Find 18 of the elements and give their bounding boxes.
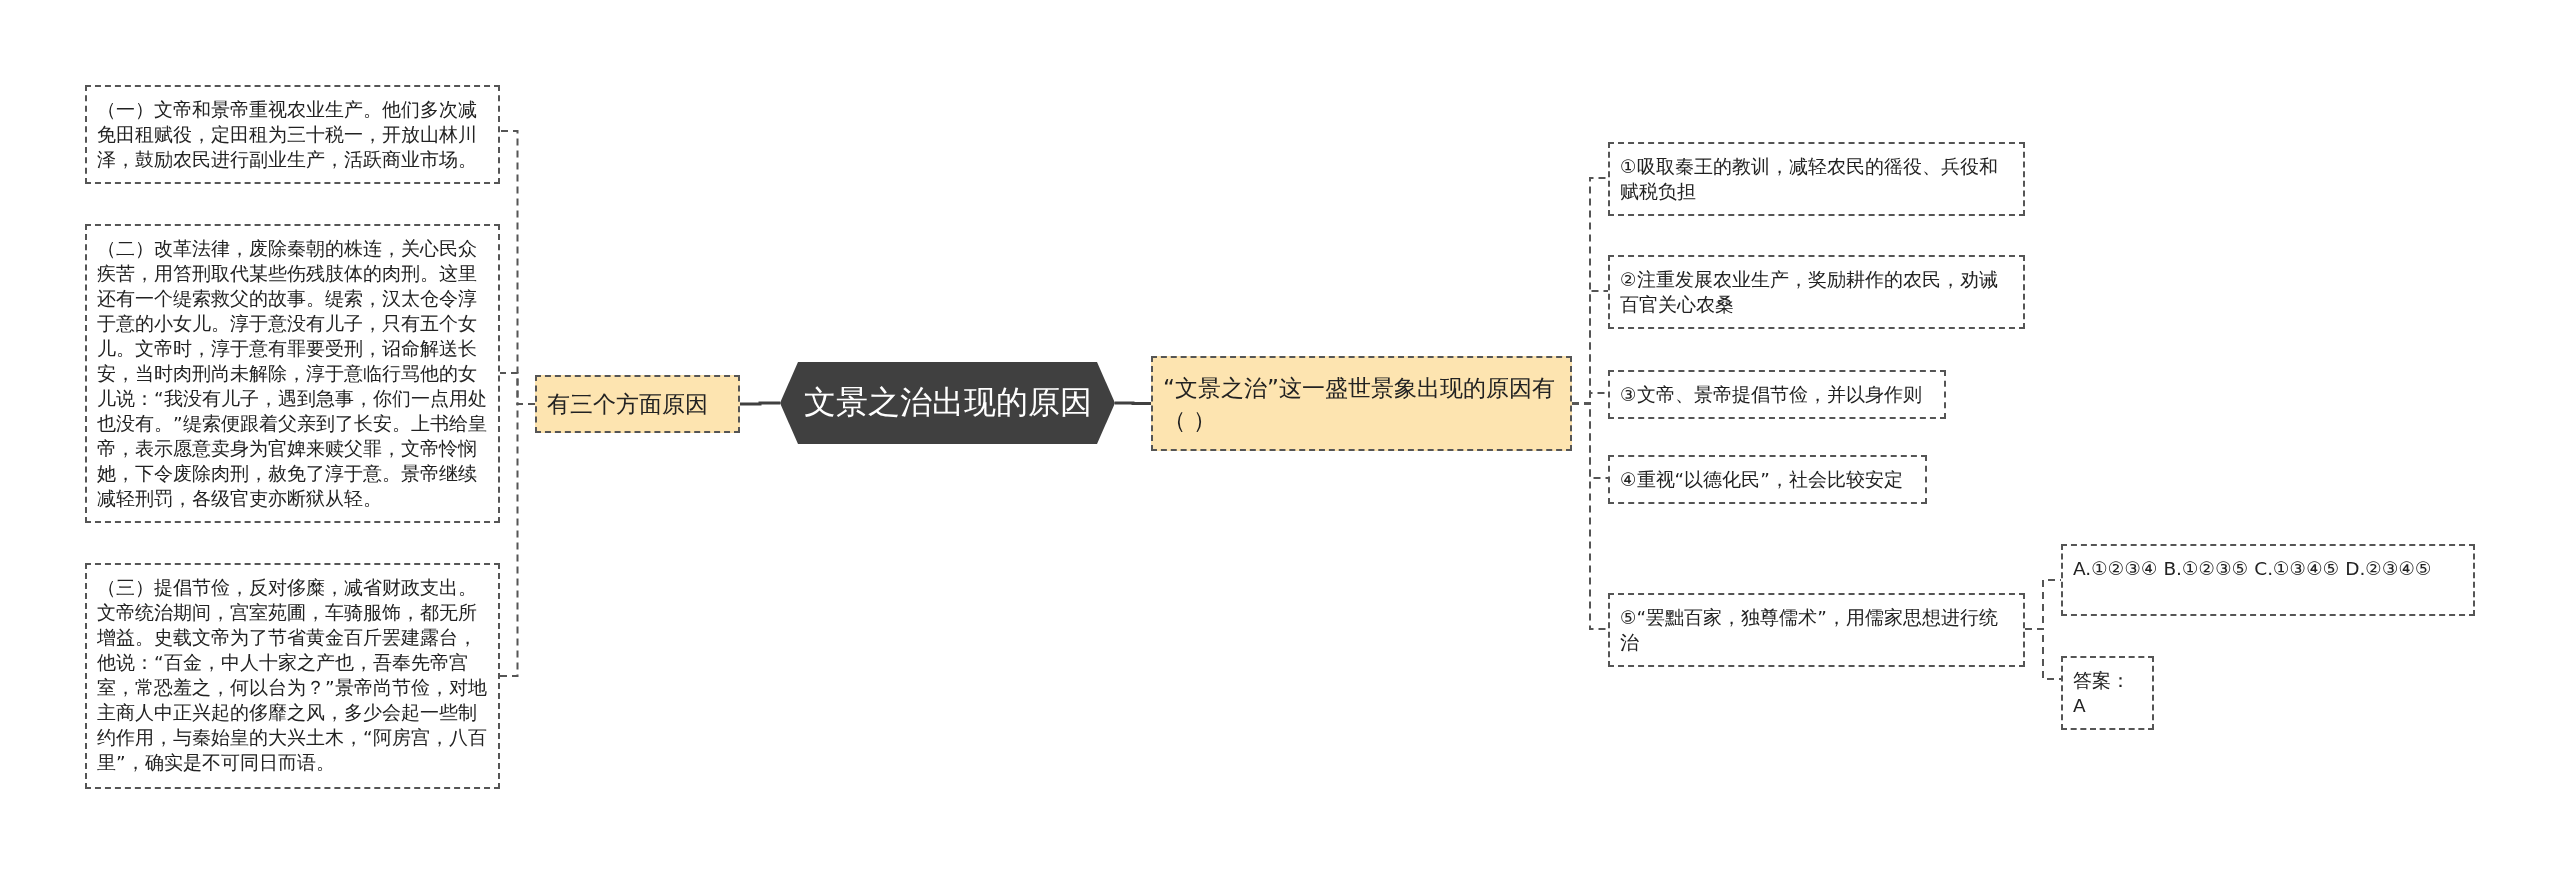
connector-line (1115, 401, 1151, 405)
connector-line (499, 403, 536, 677)
text-box: ②注重发展农业生产，奖励耕作的农民，劝诫百官关心农桑 (1608, 255, 2025, 329)
connector-line (740, 401, 780, 406)
text-box: （二）改革法律，废除秦朝的株连，关心民众疾苦，用笞刑取代某些伤残肢体的肉刑。这里还有一个缇索救父的故事。缇索，汉太仓令淳于意的小女儿。淳于意没有儿子，只有五个女儿。文帝时，淳于意有罪要受刑，诏命解送长安，当时肉刑尚未解除，淳于意临行骂他的女儿说：“我没有儿子，遇到急事，你们一点用处也没有。”缇索便跟着父亲到了长安。上书给皇帝，表示愿意卖身为官婢来赎父罪，文帝怜悯她，下令废除肉刑，赦免了淳于意。景帝继续减轻刑罚，各级官吏亦断狱从轻。 (85, 224, 500, 523)
topic-box: “文景之治”这一盛世景象出现的原因有（ ） (1151, 356, 1572, 451)
central-topic: 文景之治出现的原因 (780, 362, 1115, 444)
text-box: A.①②③④ B.①②③⑤ C.①③④⑤ D.②③④⑤ (2061, 544, 2475, 616)
connector-line (1571, 402, 1609, 630)
text-box: ⑤“罢黜百家，独尊儒术”，用儒家思想进行统治 (1608, 593, 2025, 667)
text-box: （一）文帝和景帝重视农业生产。他们多次减免田租赋役，定田租为三十税一，开放山林川泽，鼓励农民进行副业生产，活跃商业市场。 (85, 85, 500, 184)
text-box: 答案：A (2061, 656, 2154, 730)
text-box: ①吸取秦王的教训，减轻农民的徭役、兵役和赋税负担 (1608, 142, 2025, 216)
text-box: ④重视“以德化民”，社会比较安定 (1608, 455, 1927, 504)
text-box: ③文帝、景帝提倡节俭，并以身作则 (1608, 370, 1946, 419)
topic-box: 有三个方面原因 (535, 375, 740, 433)
text-box: （三）提倡节俭，反对侈糜，减省财政支出。文帝统治期间，宫室苑圃，车骑服饰，都无所增益。史载文帝为了节省黄金百斤罢建露台，他说：“百金，中人十家之产也，吾奉先帝宫室，常恐羞之，何以台为？”景帝尚节俭，对地主商人中正兴起的侈靡之风，多少会起一些制约作用，与秦始皇的大兴土木，“阿房宫，八百里”，确实是不可同日而语。 (85, 563, 500, 789)
connector-line (2024, 628, 2062, 680)
